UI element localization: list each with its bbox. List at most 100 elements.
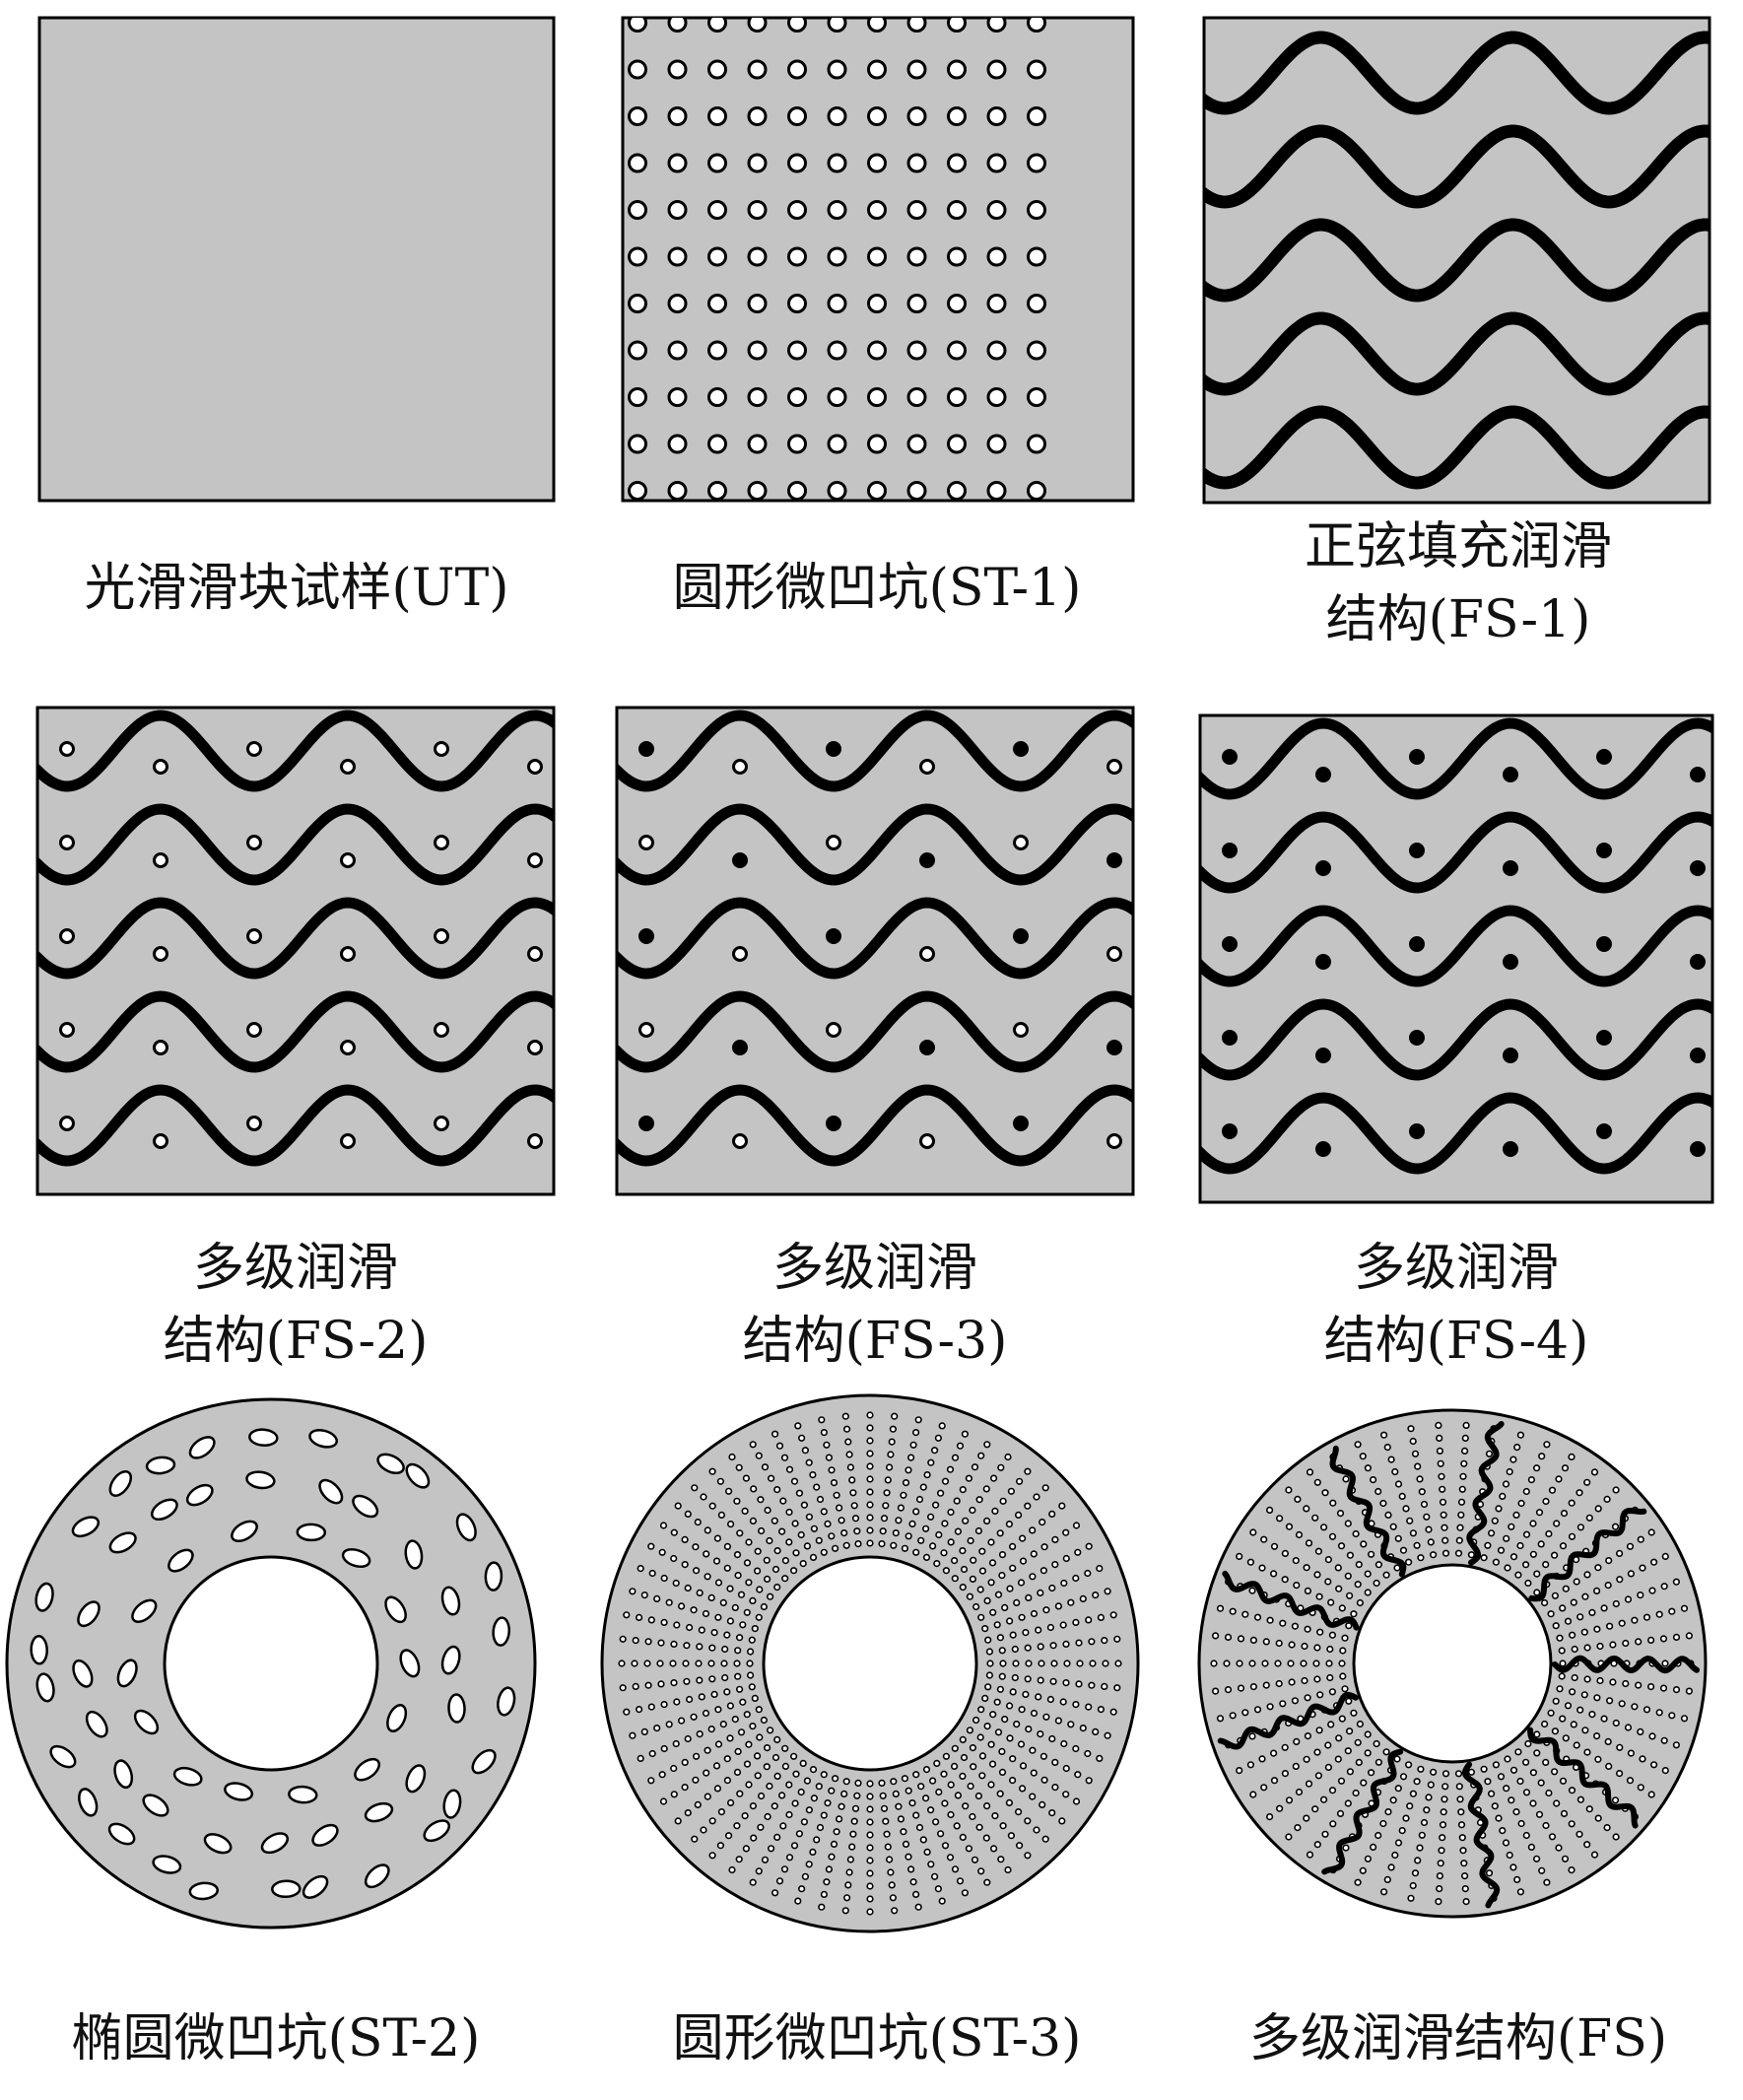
micro-pit	[1012, 1660, 1020, 1667]
micro-pit	[721, 1673, 729, 1682]
lubricant-pit	[1596, 843, 1612, 858]
micro-pit	[1393, 1755, 1401, 1763]
micro-pit	[1042, 1606, 1050, 1614]
micro-pit	[1568, 1532, 1576, 1540]
micro-pit	[823, 1878, 831, 1886]
micro-pit	[989, 1474, 998, 1482]
micro-pit	[984, 1683, 992, 1691]
micro-pit	[1379, 1499, 1387, 1508]
micro-pit	[1672, 1633, 1681, 1641]
micro-pit	[912, 1811, 920, 1819]
caption-fs: 多级润滑结构(FS)	[1182, 2002, 1734, 2075]
circular-pit	[707, 106, 727, 126]
ellipse-pit	[311, 1823, 339, 1847]
micro-pit	[1655, 1709, 1663, 1717]
micro-pit	[749, 1801, 758, 1810]
micro-pit	[739, 1698, 747, 1706]
micro-pit	[941, 1799, 949, 1807]
micro-pit	[1265, 1812, 1274, 1821]
micro-pit	[914, 1903, 922, 1911]
ellipse-pit	[231, 1520, 258, 1543]
micro-pit	[1583, 1748, 1591, 1756]
sine-groove	[617, 990, 1133, 1073]
micro-pit	[1049, 1677, 1057, 1685]
micro-pit	[1313, 1748, 1321, 1756]
micro-pit	[1522, 1831, 1530, 1840]
micro-pit	[1314, 1547, 1322, 1555]
micro-pit	[851, 1804, 860, 1812]
micro-pit	[716, 1477, 725, 1485]
caption-ut: 光滑滑块试样(UT)	[39, 552, 554, 625]
micro-pit	[781, 1744, 789, 1752]
micro-pit	[810, 1524, 819, 1532]
micro-pit	[866, 1501, 874, 1509]
ellipse-pit	[71, 1516, 101, 1538]
micro-pit	[658, 1771, 666, 1779]
micro-pit	[1335, 1734, 1343, 1742]
micro-pit	[704, 1573, 711, 1581]
micro-pit	[1006, 1734, 1014, 1742]
circular-pit	[747, 481, 768, 501]
micro-pit	[726, 1734, 734, 1742]
ellipse-pit	[131, 1598, 158, 1623]
circular-pit	[707, 481, 727, 501]
micro-pit	[912, 1508, 920, 1516]
micro-pit	[981, 1694, 989, 1702]
micro-pit	[833, 1828, 840, 1836]
micro-pit	[828, 1853, 836, 1861]
micro-pit	[684, 1584, 692, 1592]
micro-pit	[1514, 1748, 1522, 1756]
micro-pit	[1294, 1823, 1302, 1832]
micro-pit	[1074, 1548, 1082, 1556]
micro-pit	[1559, 1777, 1568, 1785]
ellipse-pit	[376, 1453, 405, 1475]
caption-fs3: 多级润滑 结构(FS-3)	[609, 1232, 1141, 1378]
micro-pit	[1484, 1541, 1492, 1549]
micro-pit	[984, 1636, 992, 1644]
micro-pit	[749, 1596, 757, 1604]
circular-pit	[628, 387, 647, 407]
micro-pit	[1389, 1523, 1397, 1530]
micro-pit	[763, 1743, 771, 1752]
lubricant-pit	[1503, 1141, 1518, 1157]
micro-pit	[1580, 1628, 1588, 1636]
micro-pit	[960, 1565, 969, 1574]
micro-pit	[971, 1463, 979, 1471]
micro-pit	[677, 1602, 686, 1610]
micro-pit	[1492, 1761, 1500, 1769]
micro-pit	[1060, 1739, 1068, 1748]
micro-pit	[1345, 1622, 1353, 1630]
circular-pit	[906, 153, 927, 173]
micro-pit	[1509, 1553, 1518, 1561]
micro-pit	[800, 1501, 809, 1509]
lubricant-pit	[1013, 1116, 1029, 1131]
micro-pit	[1508, 1523, 1515, 1530]
micro-pit	[1571, 1645, 1578, 1654]
micro-pit	[1249, 1636, 1257, 1644]
micro-pit	[840, 1790, 848, 1797]
micro-pit	[1345, 1697, 1353, 1705]
micro-pit	[745, 1781, 753, 1789]
micro-pit	[799, 1759, 807, 1767]
micro-pit	[733, 1660, 741, 1667]
caption-fs3-line-1: 多级润滑	[771, 1239, 977, 1298]
micro-pit	[1275, 1515, 1284, 1523]
micro-pit	[1576, 1524, 1584, 1531]
micro-pit	[745, 1579, 753, 1587]
micro-pit	[684, 1808, 692, 1817]
micro-pit	[672, 1739, 680, 1748]
micro-pit	[728, 1865, 736, 1874]
micro-pit	[1407, 1894, 1415, 1902]
micro-pit	[1051, 1783, 1059, 1792]
micro-pit	[1109, 1708, 1117, 1716]
micro-pit	[1440, 1808, 1447, 1816]
lubricant-pit	[919, 852, 935, 868]
micro-pit	[743, 1559, 752, 1567]
sine-groove	[37, 990, 554, 1073]
micro-pit	[930, 1872, 939, 1880]
micro-pit	[743, 1608, 751, 1616]
micro-pit	[760, 1716, 769, 1725]
lubricant-pit	[638, 835, 654, 850]
micro-pit	[1509, 1456, 1517, 1463]
lubricant-pit	[1503, 1048, 1518, 1063]
